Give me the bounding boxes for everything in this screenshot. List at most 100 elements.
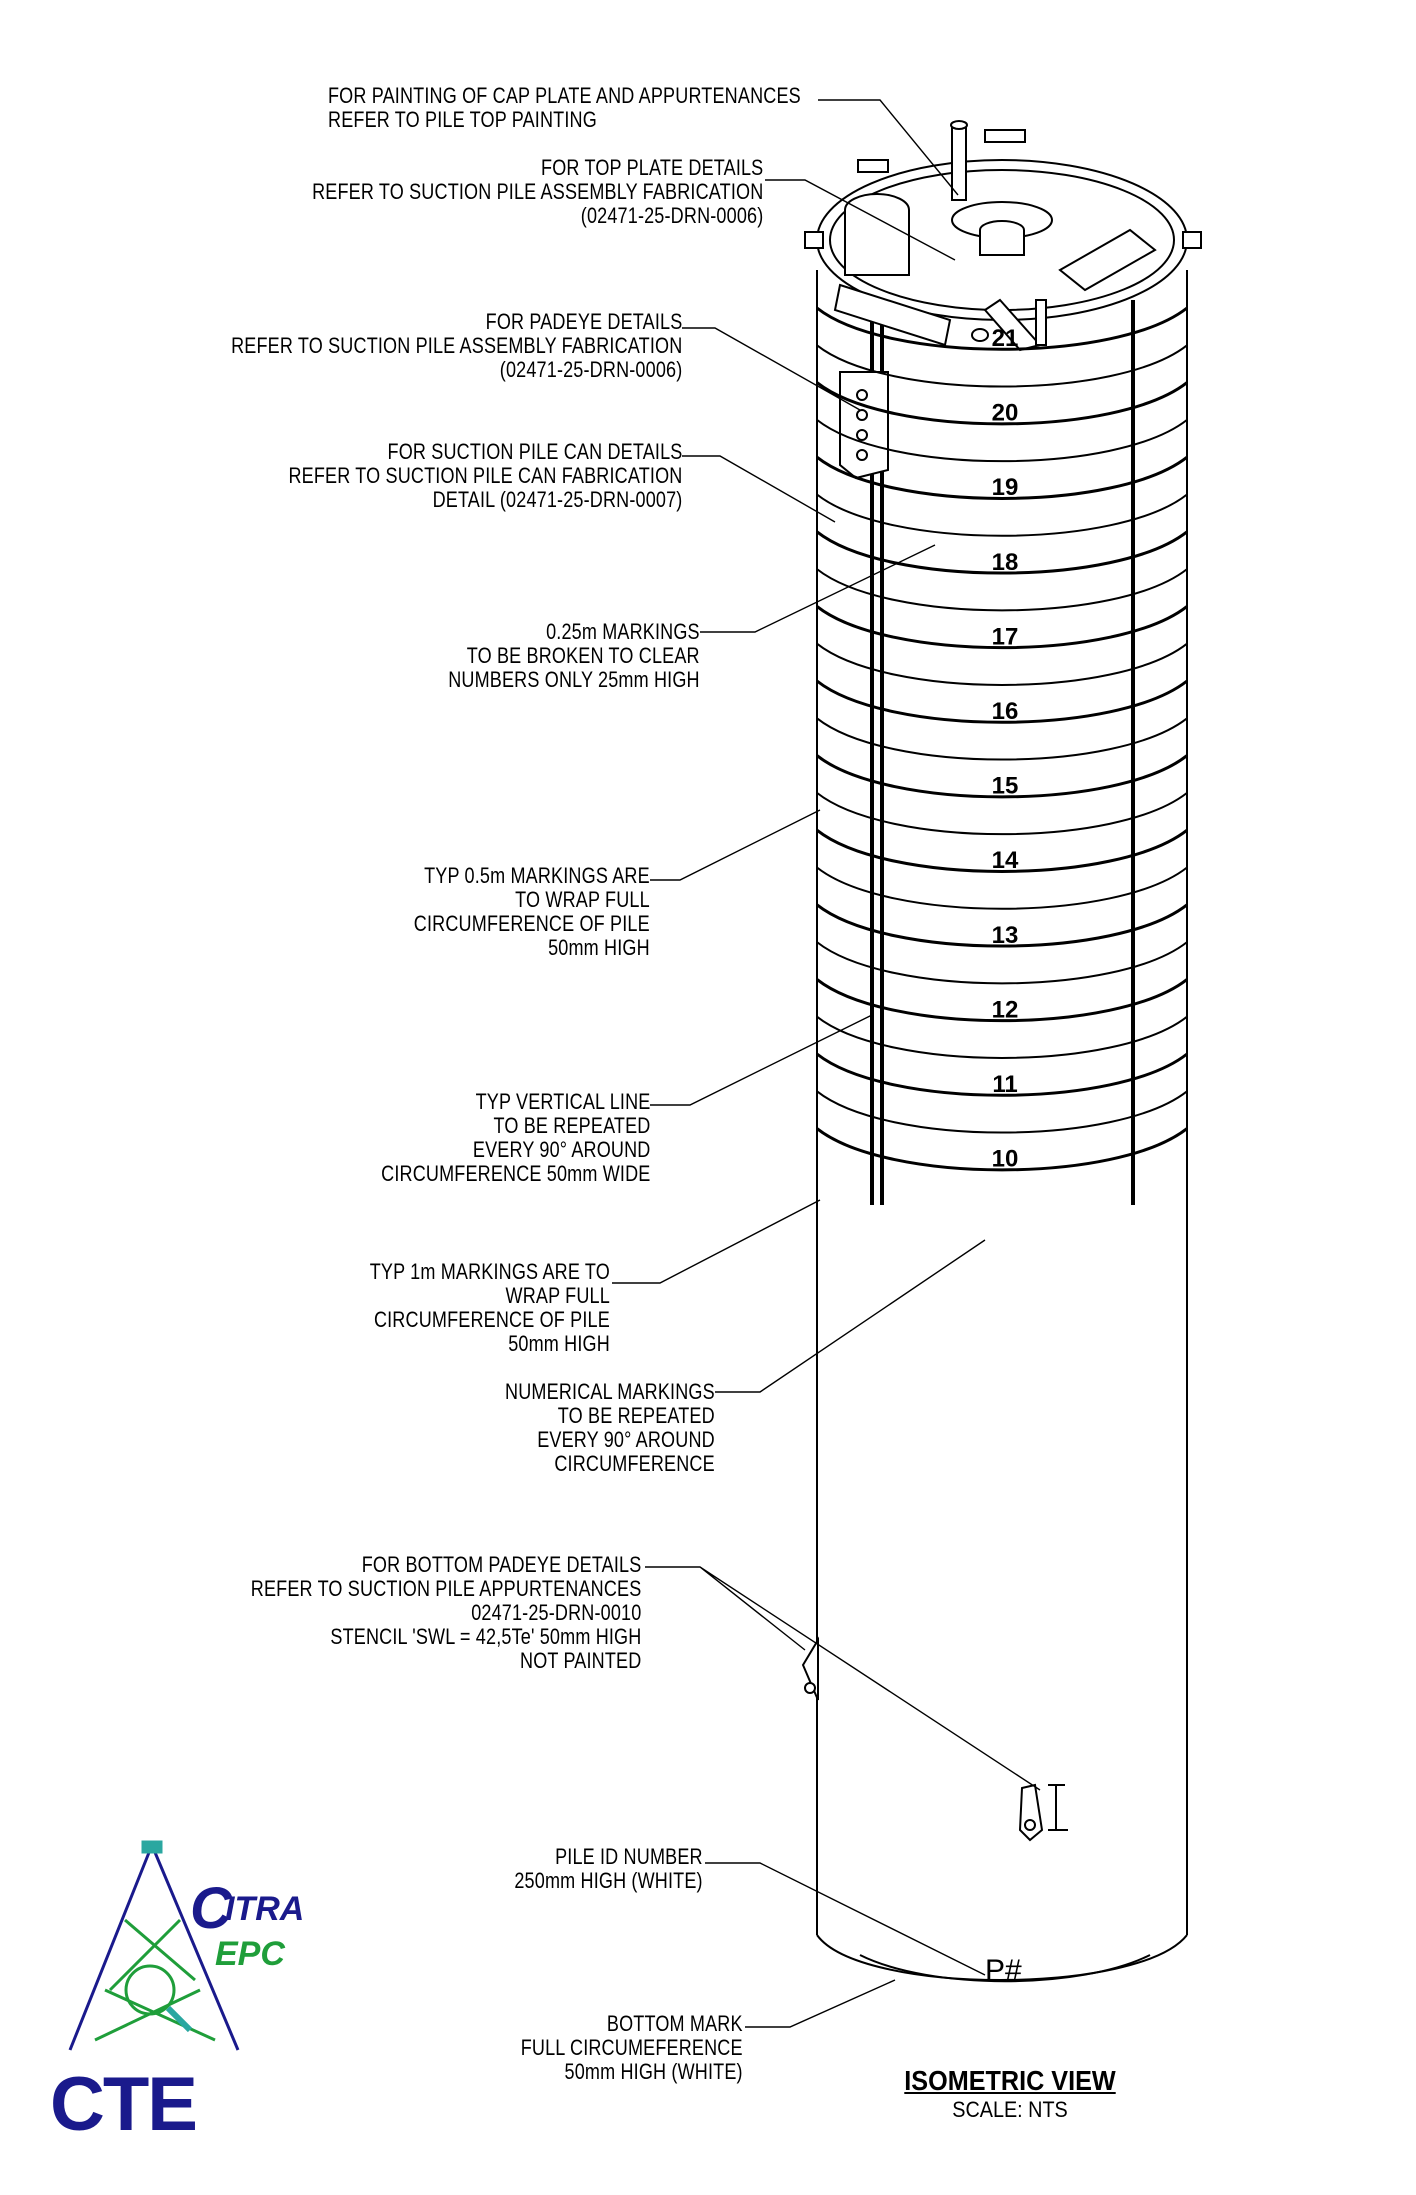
ring-marking-1m [816,903,1188,948]
leader-cap-painting [818,99,959,196]
logo-company: CTE [50,2062,196,2140]
note-line: 50mm HIGH [508,1331,610,1356]
leader-top-plate [765,179,956,261]
bottom-padeye-front [1018,1783,1044,1842]
ring-marking-half-m [816,1090,1188,1134]
note-line: TO WRAP FULL [515,887,650,912]
citra-epc-cte-logo: C ITRA EPC CTE [50,1840,304,2140]
note-one-m-markings: TYP 1m MARKINGS ARE TO WRAP FULL CIRCUMF… [370,1260,610,1356]
note-line: CIRCUMFERENCE OF PILE [414,911,650,936]
note-line: 02471-25-DRN-0010 [470,1600,641,1625]
note-line: WRAP FULL [505,1283,610,1308]
view-scale: SCALE: NTS [952,2097,1068,2122]
ring-marking-1m [816,1052,1188,1097]
note-line: CIRCUMFERENCE OF PILE [374,1307,610,1332]
leader-can-details [682,455,836,523]
rim-lug-back-left [857,159,889,173]
leader-vertical-line [650,1014,873,1106]
note-line: REFER TO SUCTION PILE ASSEMBLY FABRICATI… [311,179,763,204]
ring-marking-half-m [816,717,1188,761]
ring-marking-half-m [816,866,1188,910]
leader-numerical [715,1239,986,1393]
note-line: 0.25m MARKINGS [546,619,700,644]
ring-number-label: 15 [992,773,1019,800]
ring-marking-1m [816,679,1188,724]
leader-pile-id [705,1862,986,1976]
note-numerical-markings: NUMERICAL MARKINGS TO BE REPEATED EVERY … [505,1380,715,1476]
pile-bottom-rim-inner [859,1954,1151,1983]
note-line: TO BE BROKEN TO CLEAR [466,643,700,668]
ring-number-label: 20 [992,400,1019,427]
note-line: FOR SUCTION PILE CAN DETAILS [387,439,682,464]
leader-bottom-mark [745,1979,896,2028]
ring-number-label: 10 [992,1146,1019,1173]
leader-padeye [682,327,861,411]
ring-marking-1m [816,829,1188,873]
note-line: (02471-25-DRN-0006) [499,357,682,382]
cap-vent-pipe-top [950,120,968,130]
note-line: FOR PAINTING OF CAP PLATE AND APPURTENAN… [328,83,801,108]
ring-number-label: 17 [992,623,1019,650]
note-line: DETAIL (02471-25-DRN-0007) [432,487,682,512]
cap-hatch-cylinder [844,210,910,276]
note-line: NOT PAINTED [519,1648,641,1673]
bottom-padeye-left-hole [804,1682,816,1694]
leader-half-markings [650,809,821,881]
logo-tower-cap [141,1840,163,1854]
logo-magnifier-ring [124,1964,176,2016]
rim-lug-left [804,231,824,249]
cap-small-fitting [971,328,989,342]
rim-lug-back-right [984,129,1026,143]
ring-number-label: 13 [992,922,1019,949]
note-line: BOTTOM MARK [607,2011,743,2036]
note-bottom-mark: BOTTOM MARK FULL CIRCUMEFERENCE 50mm HIG… [521,2012,743,2084]
pile-bottom-rim [816,1934,1188,1981]
note-bottom-padeye: FOR BOTTOM PADEYE DETAILS REFER TO SUCTI… [250,1553,641,1673]
ring-marking-half-m [816,419,1188,463]
cap-beam-right [1058,228,1157,292]
bottom-padeye-front-bracket [1048,1784,1068,1831]
note-line: PILE ID NUMBER [555,1844,703,1869]
note-line: EVERY 90° AROUND [537,1427,715,1452]
cap-beam-left [833,283,952,347]
note-line: TO BE REPEATED [492,1113,650,1138]
ring-number-label: 18 [992,549,1019,576]
padeye-hole [856,449,868,461]
cap-vent-pipe [951,124,967,201]
ring-marking-half-m [816,493,1188,537]
note-line: CIRCUMFERENCE 50mm WIDE [380,1161,650,1186]
bottom-padeye-front-hole [1024,1819,1036,1831]
note-line: TYP 1m MARKINGS ARE TO [369,1259,610,1284]
note-line: EVERY 90° AROUND [472,1137,650,1162]
note-line: FOR TOP PLATE DETAILS [540,155,763,180]
ring-marking-1m [816,1127,1188,1172]
ring-number-label: 21 [992,325,1019,352]
ring-marking-1m [816,605,1188,650]
note-can-details: FOR SUCTION PILE CAN DETAILS REFER TO SU… [288,440,682,512]
ring-marking-1m [816,754,1188,799]
note-line: TYP 0.5m MARKINGS ARE [424,863,650,888]
top-padeye-plate [839,371,889,480]
padeye-hole [856,409,868,421]
note-line: 50mm HIGH (WHITE) [564,2059,743,2084]
note-line: 250mm HIGH (WHITE) [514,1868,703,1893]
note-line: CIRCUMFERENCE [554,1451,715,1476]
note-line: REFER TO PILE TOP PAINTING [328,107,597,132]
note-line: REFER TO SUCTION PILE ASSEMBLY FABRICATI… [230,333,682,358]
note-line: NUMERICAL MARKINGS [505,1379,715,1404]
pile-id-label: P# [985,1954,1022,1987]
rim-lug-right [1182,231,1202,249]
ring-marking-1m [816,306,1188,351]
note-line: NUMBERS ONLY 25mm HIGH [448,667,700,692]
ring-marking-1m [816,978,1188,1023]
note-padeye: FOR PADEYE DETAILS REFER TO SUCTION PILE… [231,310,682,382]
note-line: TO BE REPEATED [557,1403,715,1428]
view-title-block: ISOMETRIC VIEW SCALE: NTS [880,2065,1140,2123]
ring-marking-half-m [816,941,1188,985]
cap-small-pipe [1035,299,1047,346]
leader-quarter-markings [700,544,936,633]
note-line: FOR BOTTOM PADEYE DETAILS [361,1552,641,1577]
ring-marking-1m [816,381,1188,426]
note-vertical-line: TYP VERTICAL LINE TO BE REPEATED EVERY 9… [381,1090,650,1186]
